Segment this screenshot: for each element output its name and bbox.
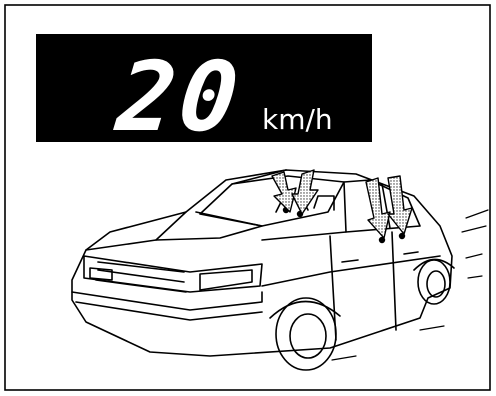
speed-value: 20 xyxy=(110,41,247,153)
speed-display: 20 km/h xyxy=(36,34,372,153)
down-arrow-icon xyxy=(388,176,412,234)
speed-unit: km/h xyxy=(262,103,333,136)
down-arrow-icon xyxy=(272,172,296,212)
